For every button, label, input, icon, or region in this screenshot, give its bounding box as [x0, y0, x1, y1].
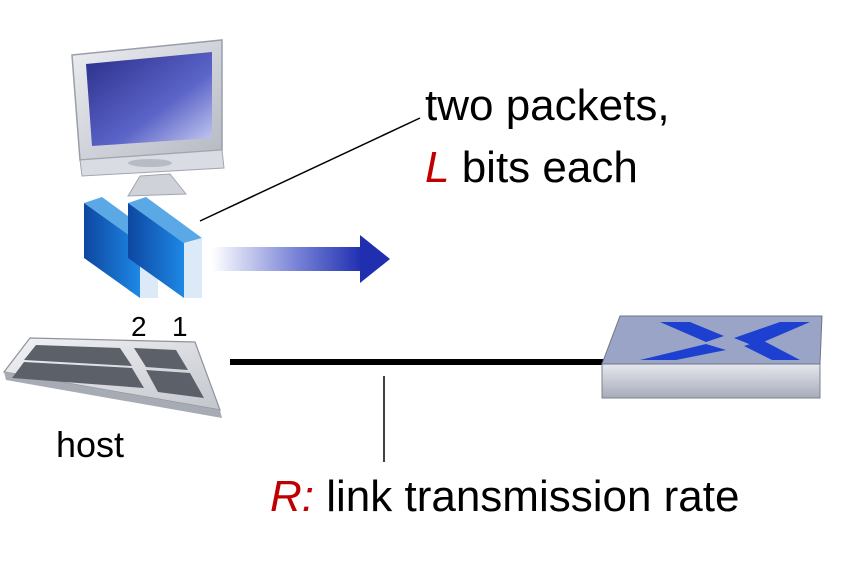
- packet-1: [128, 197, 202, 298]
- link-rate-variable: R:: [270, 472, 314, 521]
- router-icon: [601, 315, 823, 399]
- packet-number-2: 2: [131, 311, 147, 342]
- packet-number-1: 1: [172, 311, 188, 342]
- packets-label-line1: two packets,: [425, 81, 670, 130]
- arrow-right-icon: [212, 235, 390, 283]
- keyboard-icon: [2, 337, 222, 418]
- packets-label-line2: L bits each: [425, 146, 638, 190]
- packets-callout-line: [199, 117, 421, 222]
- link-label: R: link transmission rate: [270, 475, 739, 519]
- host-label: host: [56, 424, 125, 465]
- computer-monitor-icon: [71, 39, 225, 197]
- packet-size-variable: L: [425, 143, 450, 192]
- packet-size-text: bits each: [449, 143, 638, 192]
- link-rate-text: link transmission rate: [314, 472, 740, 521]
